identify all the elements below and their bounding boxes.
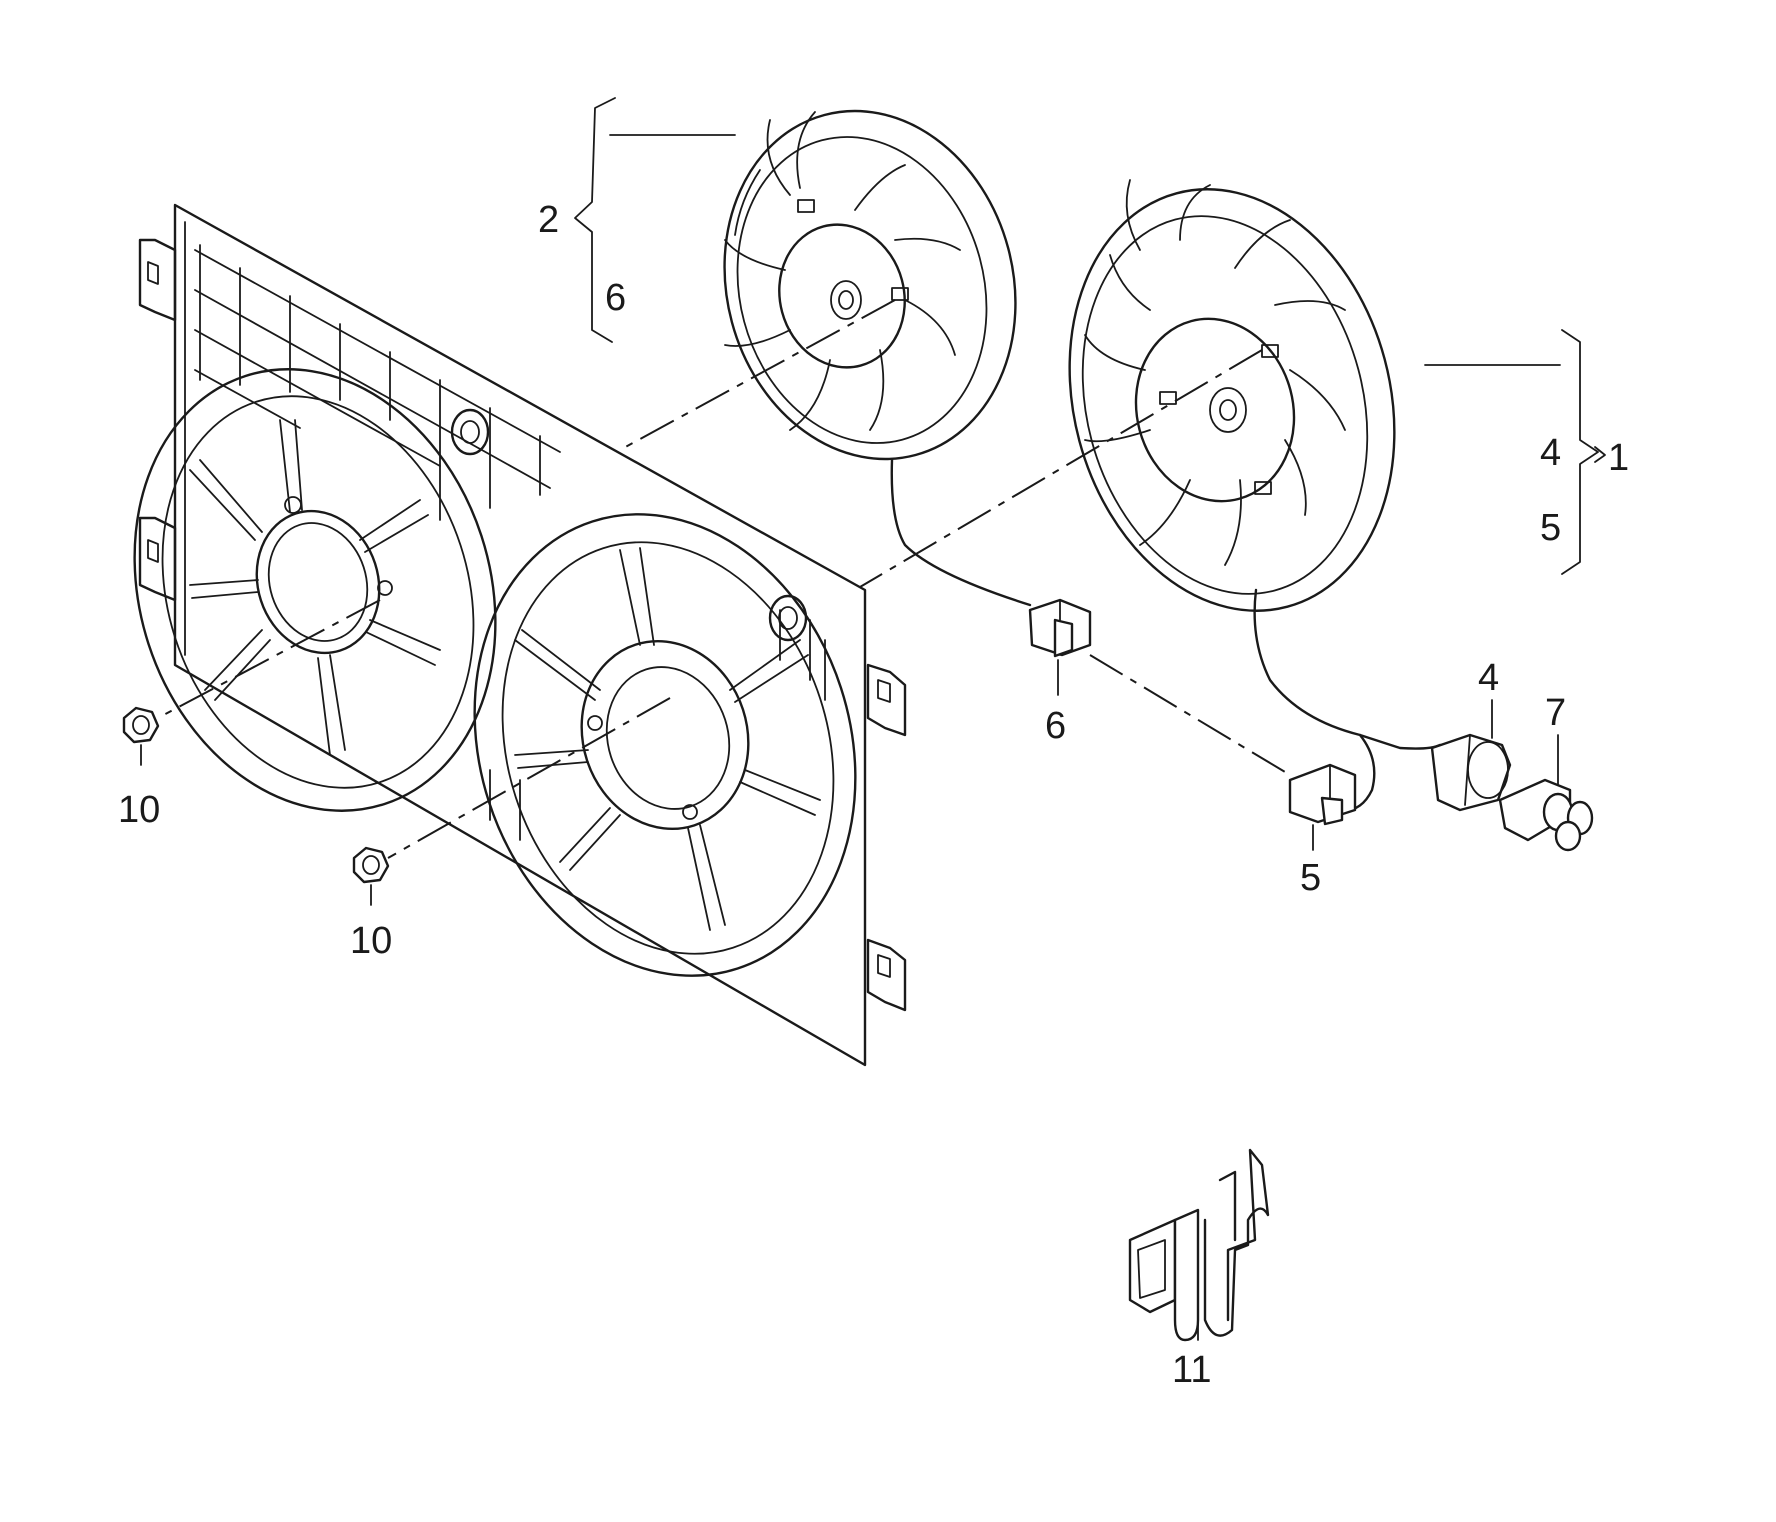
- callout-labels: 2 6 4 5 1 6 4 7 5 10 10 11: [118, 199, 1629, 1391]
- callout-6-upper: 6: [605, 277, 626, 319]
- callout-10-right: 10: [350, 920, 392, 962]
- nut-10-right: [352, 846, 390, 884]
- nut-10-left: [122, 706, 160, 744]
- connector-6: [1028, 598, 1092, 658]
- callout-4-upper: 4: [1540, 432, 1561, 474]
- callout-5-lower: 5: [1300, 857, 1321, 899]
- callout-4-lower: 4: [1478, 657, 1499, 699]
- leader-lines: [140, 97, 1606, 1341]
- callout-1: 1: [1608, 437, 1629, 479]
- callout-2: 2: [538, 199, 559, 241]
- assembly-lines: [157, 299, 1291, 859]
- callout-10-left: 10: [118, 789, 160, 831]
- connector-4: [1430, 733, 1512, 812]
- connector-5: [1288, 763, 1357, 826]
- clip-11: [1128, 1148, 1270, 1342]
- callout-5-upper: 5: [1540, 507, 1561, 549]
- connector-7: [1498, 778, 1594, 852]
- callout-6-lower: 6: [1045, 705, 1066, 747]
- fan-shroud: [133, 203, 907, 1067]
- callout-11: 11: [1172, 1349, 1211, 1391]
- fan-assembly-2: [723, 109, 1032, 607]
- callout-7: 7: [1545, 692, 1566, 734]
- fan-assembly-1: [1068, 179, 1442, 812]
